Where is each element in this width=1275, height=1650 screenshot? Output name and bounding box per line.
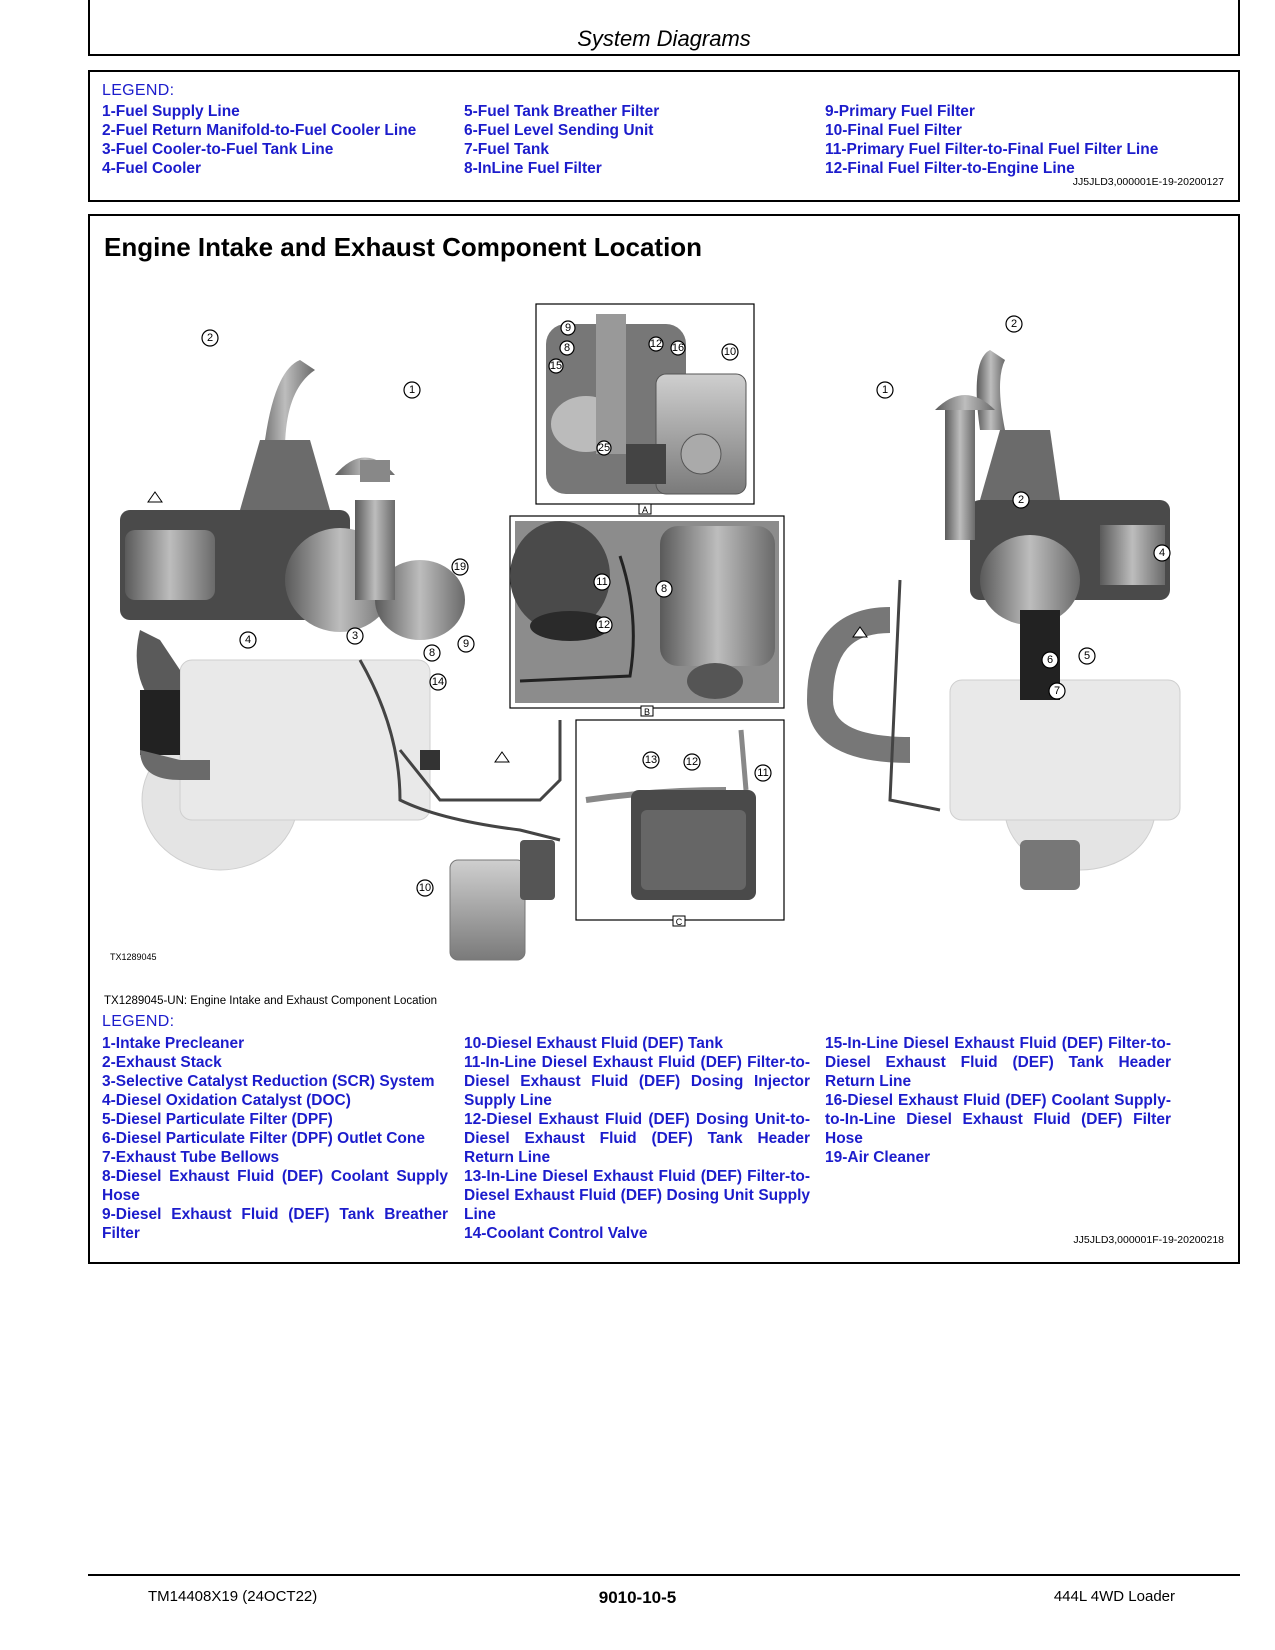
- svg-text:12: 12: [598, 619, 610, 631]
- footer-page-number: 9010-10-5: [598, 1588, 677, 1607]
- view-label-b: B: [644, 707, 650, 717]
- legend-item: 9-Diesel Exhaust Fluid (DEF) Tank Breath…: [102, 1206, 448, 1242]
- svg-text:8: 8: [429, 647, 435, 659]
- reference-code: JJ5JLD3,000001E-19-20200127: [1072, 176, 1224, 188]
- legend-item: 11-Primary Fuel Filter-to-Final Fuel Fil…: [825, 141, 1159, 158]
- legend-item: 1-Fuel Supply Line: [102, 103, 240, 120]
- svg-text:5: 5: [1084, 650, 1090, 662]
- legend-item: 10-Final Fuel Filter: [825, 122, 962, 139]
- svg-text:2: 2: [207, 332, 213, 344]
- svg-text:3: 3: [352, 630, 358, 642]
- svg-text:7: 7: [1054, 685, 1060, 697]
- legend-item: 6-Fuel Level Sending Unit: [464, 122, 654, 139]
- legend-heading: LEGEND:: [102, 1013, 175, 1030]
- svg-text:10: 10: [724, 346, 736, 358]
- svg-text:2: 2: [1011, 318, 1017, 330]
- legend-item: 11-In-Line Diesel Exhaust Fluid (DEF) Fi…: [464, 1054, 810, 1109]
- fuel-legend-box: LEGEND: 1-Fuel Supply Line 2-Fuel Return…: [88, 70, 1240, 202]
- legend-item: 15-In-Line Diesel Exhaust Fluid (DEF) Fi…: [825, 1035, 1171, 1090]
- legend-item: 2-Exhaust Stack: [102, 1054, 222, 1071]
- legend-item: 13-In-Line Diesel Exhaust Fluid (DEF) Fi…: [464, 1168, 810, 1223]
- svg-text:12: 12: [686, 756, 698, 768]
- svg-text:1: 1: [882, 384, 888, 396]
- legend-item: 6-Diesel Particulate Filter (DPF) Outlet…: [102, 1130, 425, 1147]
- detail-view-a: A: [535, 303, 755, 515]
- svg-text:13: 13: [645, 754, 657, 766]
- legend-column-2: 10-Diesel Exhaust Fluid (DEF) Tank 11-In…: [464, 1034, 810, 1243]
- legend-item: 4-Diesel Oxidation Catalyst (DOC): [102, 1092, 351, 1109]
- svg-text:1: 1: [409, 384, 415, 396]
- svg-text:11: 11: [596, 576, 607, 588]
- legend-item: 12-Final Fuel Filter-to-Engine Line: [825, 160, 1075, 177]
- legend-item: 7-Exhaust Tube Bellows: [102, 1149, 280, 1166]
- legend-item: 8-Diesel Exhaust Fluid (DEF) Coolant Sup…: [102, 1168, 448, 1204]
- footer-divider: [88, 1574, 1240, 1576]
- svg-text:8: 8: [661, 583, 667, 595]
- svg-text:8: 8: [564, 342, 570, 354]
- detail-view-b: B: [509, 515, 785, 717]
- legend-column-3: 15-In-Line Diesel Exhaust Fluid (DEF) Fi…: [825, 1034, 1171, 1167]
- legend-item: 1-Intake Precleaner: [102, 1035, 245, 1052]
- legend-item: 7-Fuel Tank: [464, 141, 549, 158]
- page-title: Engine Intake and Exhaust Component Loca…: [104, 232, 703, 262]
- view-markers: [147, 491, 868, 763]
- legend-item: 2-Fuel Return Manifold-to-Fuel Cooler Li…: [102, 122, 417, 139]
- figure-id: TX1289045: [110, 952, 157, 962]
- svg-text:14: 14: [432, 676, 444, 688]
- svg-text:4: 4: [245, 634, 251, 646]
- svg-text:6: 6: [1047, 654, 1053, 666]
- legend-column-3: 9-Primary Fuel Filter 10-Final Fuel Filt…: [825, 102, 1235, 178]
- legend-item: 3-Selective Catalyst Reduction (SCR) Sys…: [102, 1073, 435, 1090]
- legend-item: 12-Diesel Exhaust Fluid (DEF) Dosing Uni…: [464, 1111, 810, 1166]
- legend-item: 5-Diesel Particulate Filter (DPF): [102, 1111, 333, 1128]
- callouts: 2 1 19 4 3 8 9 14 10 10 9 8 15 12 16 25 …: [201, 315, 1171, 897]
- svg-text:16: 16: [672, 342, 684, 354]
- legend-item: 3-Fuel Cooler-to-Fuel Tank Line: [102, 141, 334, 158]
- figure-caption: TX1289045-UN: Engine Intake and Exhaust …: [104, 995, 438, 1007]
- footer-manual-id: TM14408X19 (24OCT22): [148, 1588, 318, 1605]
- legend-item: 8-InLine Fuel Filter: [464, 160, 602, 177]
- legend-item: 5-Fuel Tank Breather Filter: [464, 103, 660, 120]
- legend-item: 14-Coolant Control Valve: [464, 1225, 648, 1242]
- view-label-a: A: [642, 505, 648, 515]
- svg-text:9: 9: [565, 322, 571, 334]
- reference-code: JJ5JLD3,000001F-19-20200218: [1073, 1234, 1224, 1246]
- view-label-c: C: [676, 917, 683, 927]
- svg-text:10: 10: [419, 882, 431, 894]
- legend-column-2: 5-Fuel Tank Breather Filter 6-Fuel Level…: [464, 102, 814, 178]
- svg-text:11: 11: [757, 767, 768, 779]
- legend-column-1: 1-Fuel Supply Line 2-Fuel Return Manifol…: [102, 102, 452, 178]
- svg-text:15: 15: [550, 360, 562, 372]
- legend-item: 16-Diesel Exhaust Fluid (DEF) Coolant Su…: [825, 1092, 1171, 1147]
- section-title: System Diagrams: [577, 26, 751, 51]
- intake-exhaust-box: Engine Intake and Exhaust Component Loca…: [88, 214, 1240, 1264]
- legend-item: 9-Primary Fuel Filter: [825, 103, 975, 120]
- svg-text:2: 2: [1018, 494, 1024, 506]
- legend-item: 19-Air Cleaner: [825, 1149, 931, 1166]
- svg-text:25: 25: [598, 442, 610, 454]
- left-engine-illustration: [120, 360, 562, 961]
- svg-text:4: 4: [1159, 547, 1165, 559]
- engine-diagram: A B C: [120, 303, 1181, 961]
- footer-machine-model: 444L 4WD Loader: [1053, 1588, 1175, 1605]
- legend-heading: LEGEND:: [102, 82, 175, 99]
- svg-text:19: 19: [454, 561, 466, 573]
- right-engine-illustration: [806, 350, 1181, 890]
- svg-text:9: 9: [463, 638, 469, 650]
- detail-view-c: C: [575, 719, 785, 927]
- legend-item: 10-Diesel Exhaust Fluid (DEF) Tank: [464, 1035, 723, 1052]
- legend-column-1: 1-Intake Precleaner 2-Exhaust Stack 3-Se…: [102, 1034, 448, 1243]
- legend-item: 4-Fuel Cooler: [102, 160, 202, 177]
- svg-text:12: 12: [650, 338, 662, 350]
- header-box: System Diagrams: [88, 0, 1240, 56]
